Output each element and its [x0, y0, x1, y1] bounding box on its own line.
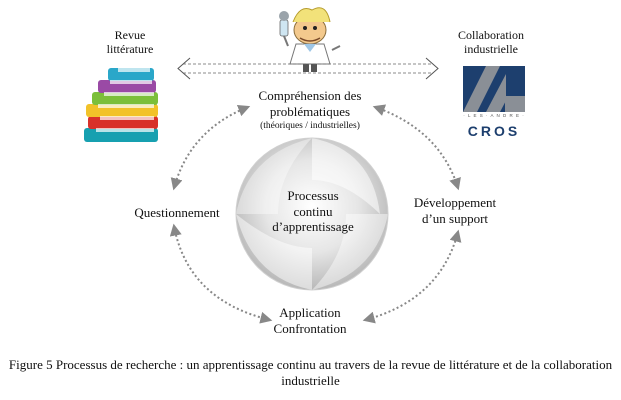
node-questioning: Questionnement	[134, 205, 220, 220]
company-logo	[463, 66, 525, 112]
scientist-icon	[279, 7, 341, 72]
logo-text: CROS	[467, 123, 521, 139]
center-process-label: Processus continu d’apprentissage	[272, 188, 354, 235]
arrow-bottom-left	[169, 223, 273, 324]
node-comprehension: Compréhension des problématiques (théori…	[258, 88, 362, 132]
arrow-top-right	[372, 104, 461, 191]
literature-review-label: Revue littérature	[106, 28, 154, 57]
node-application: Application Confrontation	[273, 305, 347, 336]
logo-subtext: · L E S · A N D R E ·	[463, 113, 525, 118]
figure-caption: Figure 5 Processus de recherche : un app…	[8, 357, 613, 388]
center-swirl	[235, 137, 389, 291]
industrial-collaboration-label: Collaboration industrielle	[458, 28, 524, 57]
books-icon	[84, 68, 158, 142]
arrow-bottom-right	[362, 229, 462, 324]
top-double-arrow	[177, 57, 439, 80]
node-development: Développement d’un support	[413, 195, 497, 226]
